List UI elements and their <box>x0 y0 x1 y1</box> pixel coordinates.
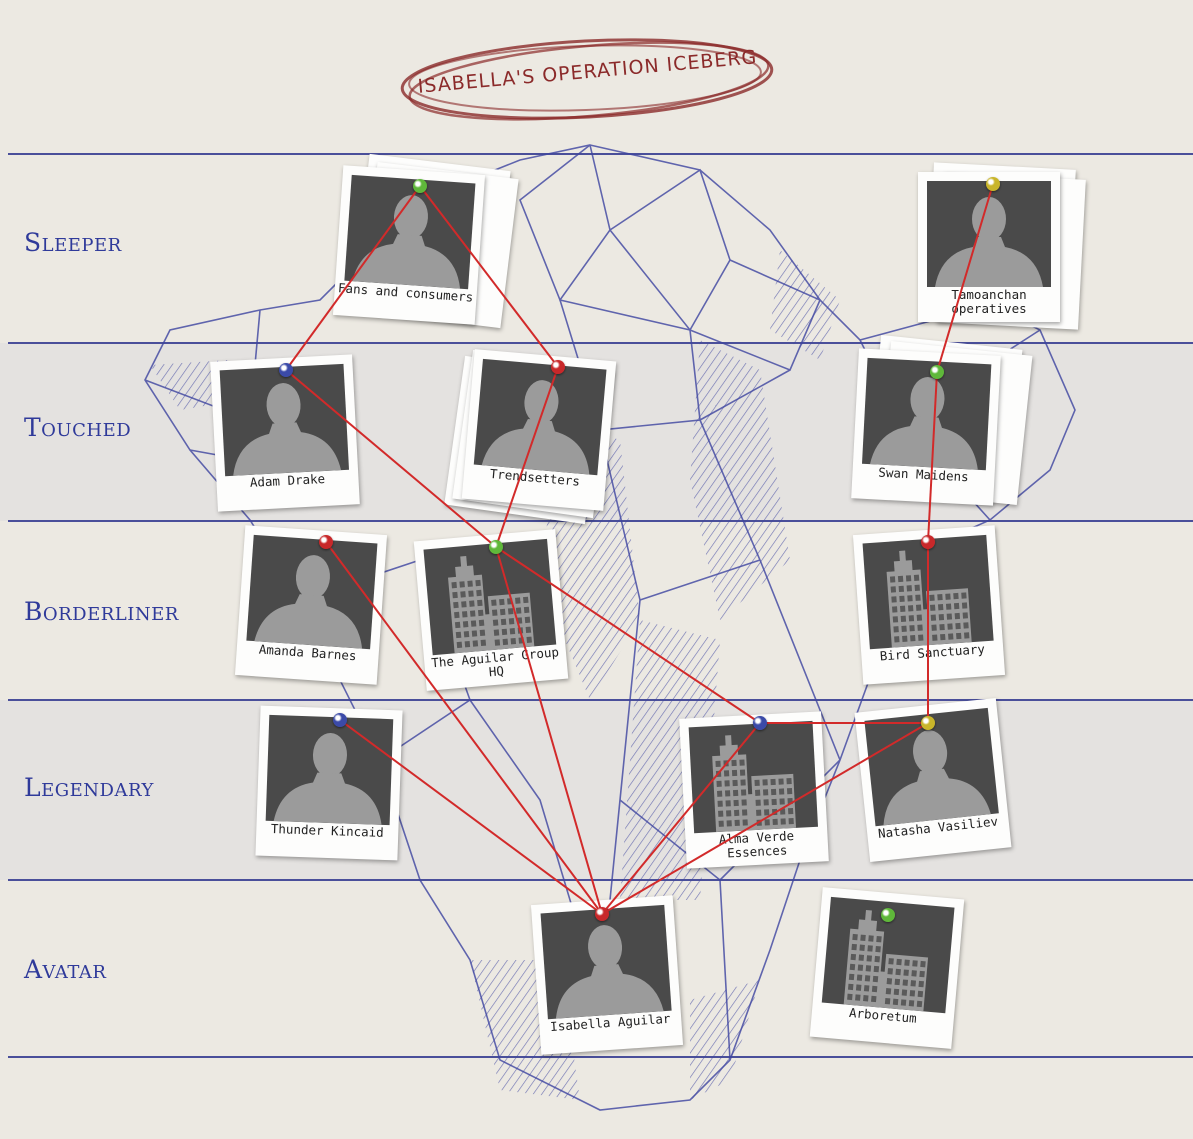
string-alma-isabella <box>602 723 760 914</box>
string-aguilarhq-alma <box>496 547 760 723</box>
pin-icon <box>930 365 944 379</box>
pin-icon <box>551 360 565 374</box>
string-fans-trendsetters <box>420 186 558 367</box>
string-amanda-isabella <box>326 542 602 914</box>
pin-icon <box>881 908 895 922</box>
pin-icon <box>489 540 503 554</box>
string-swan-tamoanchan <box>937 184 993 372</box>
string-fans-adam <box>286 186 420 370</box>
string-trendsetters-aguilarhq <box>496 367 558 547</box>
string-thunder-isabella <box>340 720 602 914</box>
pin-icon <box>986 177 1000 191</box>
pin-icon <box>279 363 293 377</box>
string-adam-aguilarhq <box>286 370 496 547</box>
pin-icon <box>413 179 427 193</box>
pin-icon <box>921 535 935 549</box>
string-natasha-isabella <box>602 723 928 914</box>
string-bird-swan <box>928 372 937 542</box>
pin-icon <box>595 907 609 921</box>
string-aguilarhq-isabella <box>496 547 602 914</box>
pin-icon <box>333 713 347 727</box>
pin-icon <box>921 716 935 730</box>
pin-icon <box>753 716 767 730</box>
pin-icon <box>319 535 333 549</box>
